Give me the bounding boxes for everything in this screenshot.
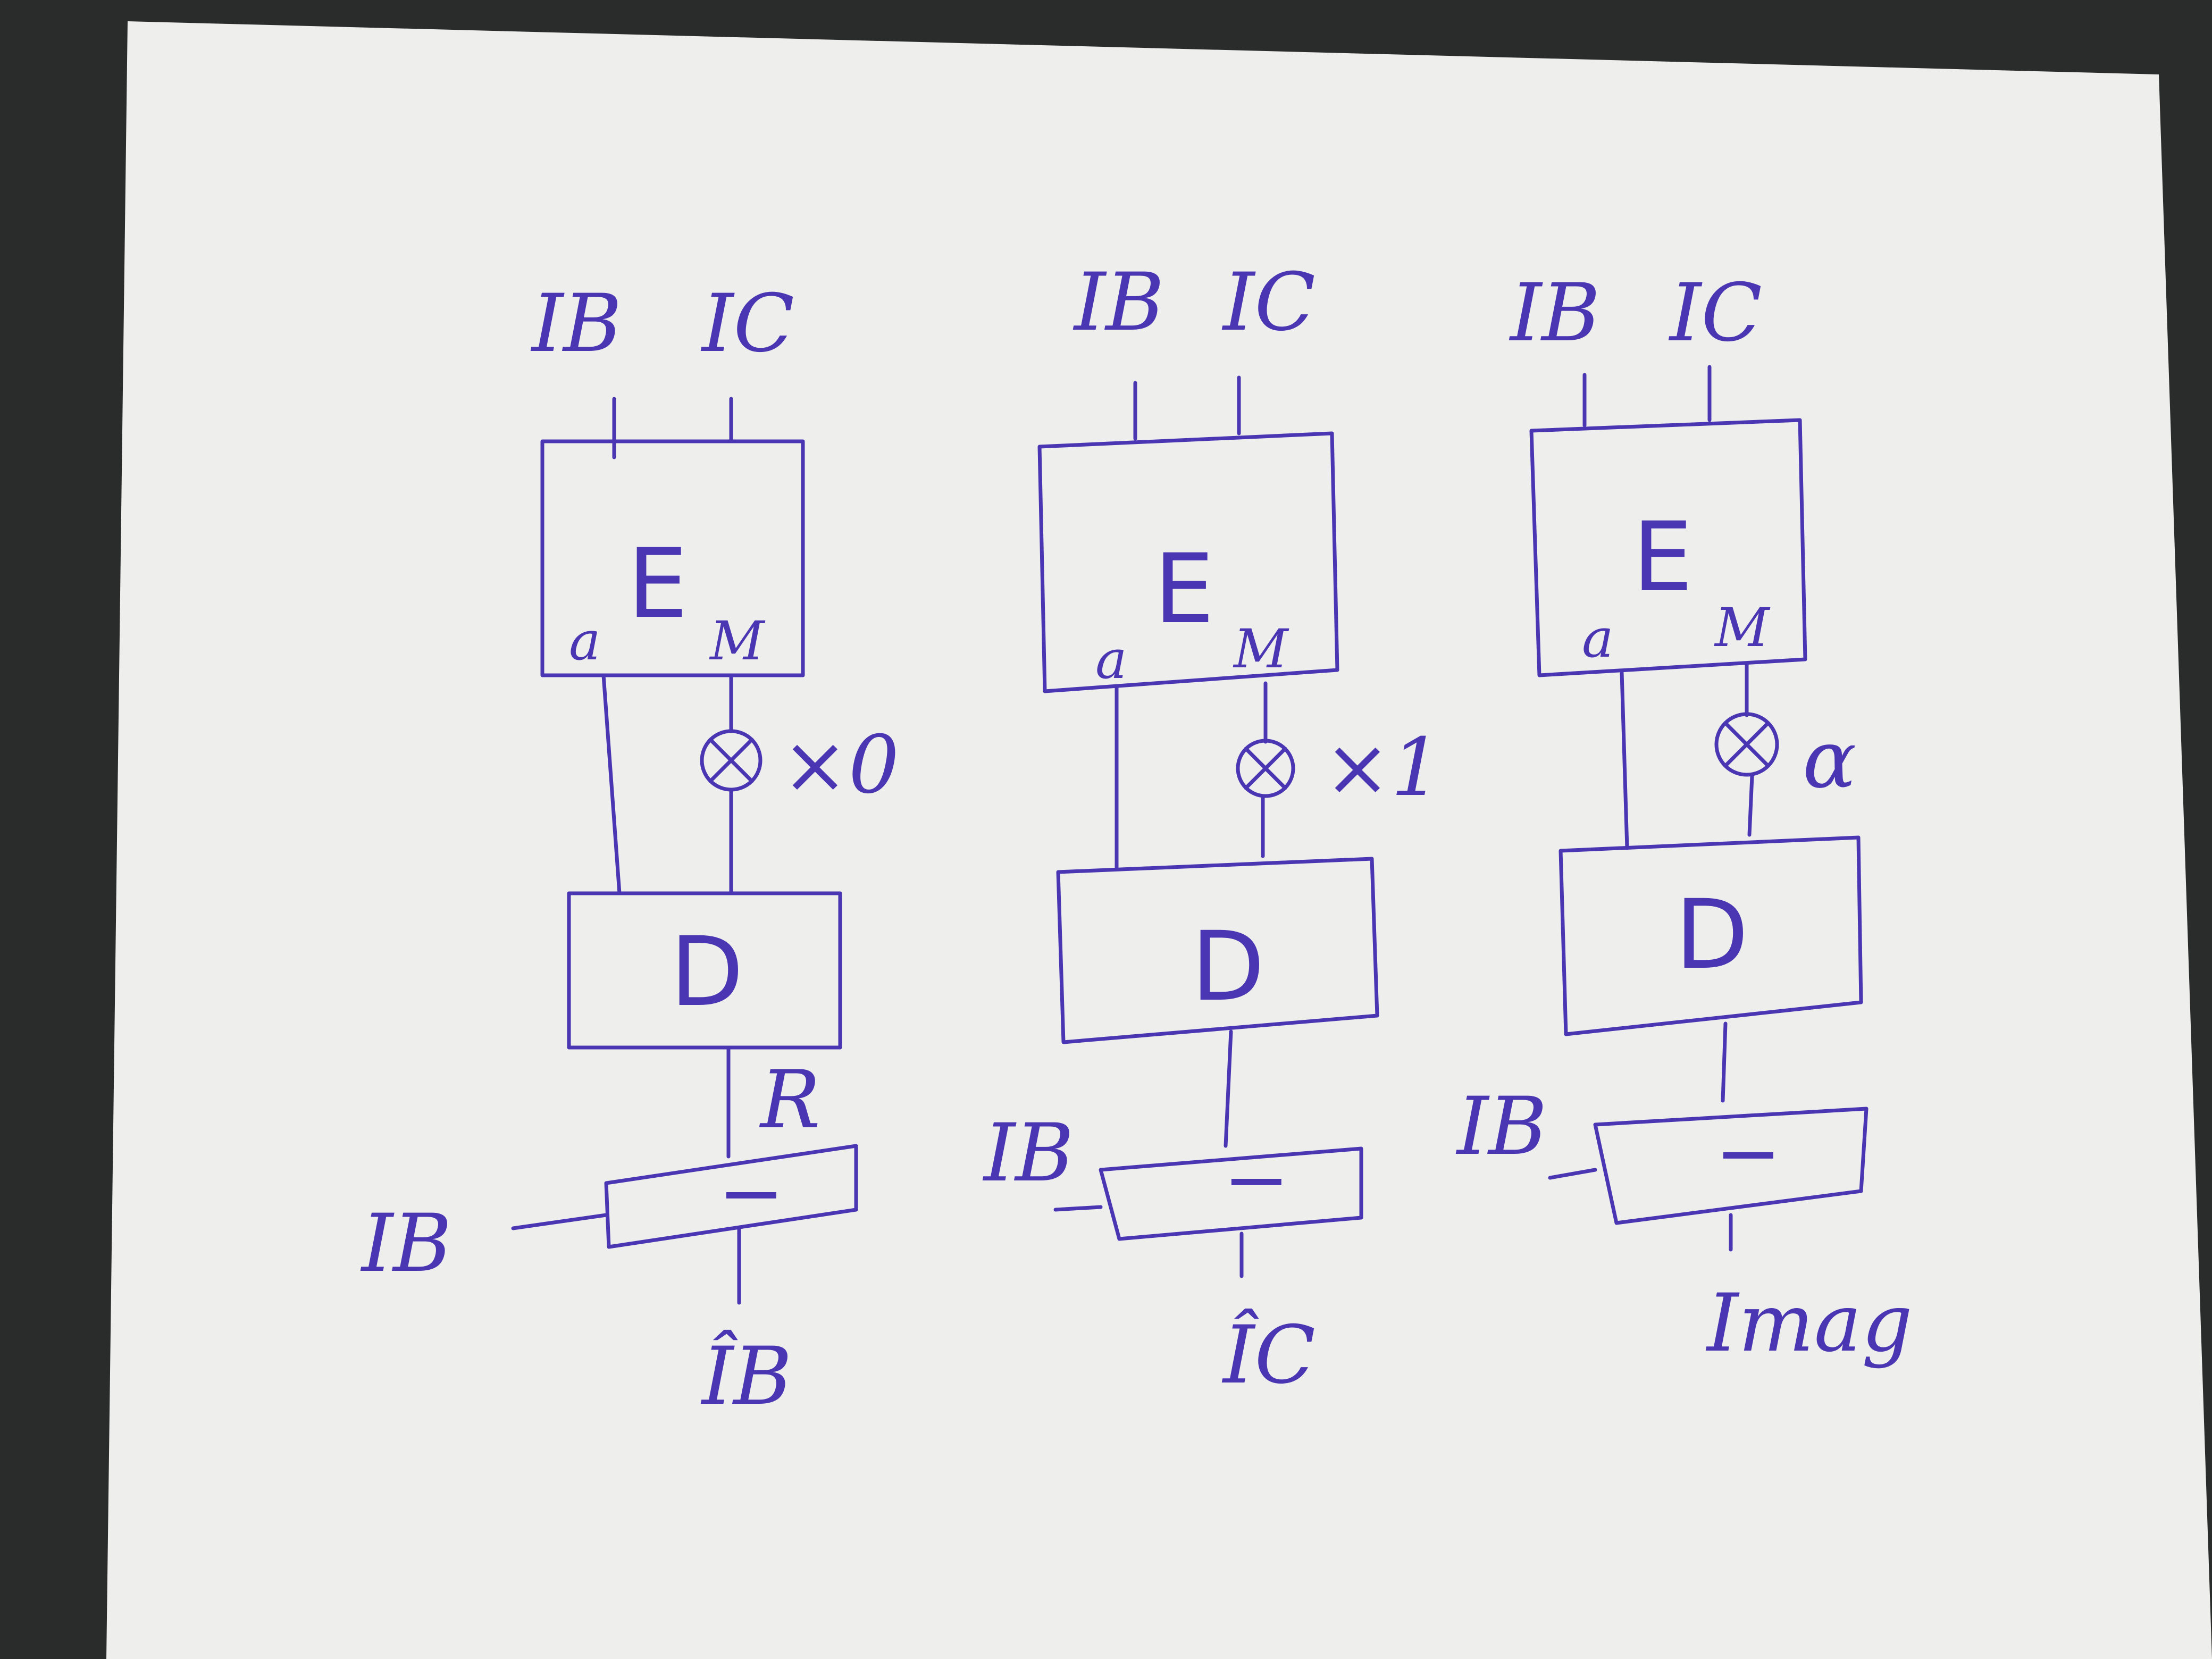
multiplier-circle-icon: [1236, 739, 1295, 798]
subtract-box: [604, 1144, 858, 1249]
diagram-1: IB IC E a M ×0 D R − IB ÎB: [360, 278, 899, 1423]
wire-a: [601, 673, 622, 895]
encoder-label: E: [1632, 502, 1693, 613]
decoder-output-label: R: [759, 1054, 820, 1146]
encoder-box: [540, 439, 805, 677]
decoder-box: [567, 891, 842, 1050]
encoder-port-a: a: [1582, 607, 1614, 669]
output-label: Imag: [1705, 1277, 1913, 1370]
encoder-box: [1529, 418, 1807, 677]
wire-a: [1620, 671, 1629, 850]
side-input-line: [1548, 1168, 1597, 1180]
output-label: ÎC: [1221, 1309, 1316, 1402]
diagram-2: IB IC E a M ×1 D − IB ÎC: [982, 256, 1442, 1402]
input-label-left: IB: [1509, 267, 1600, 359]
encoder-box: [1037, 431, 1339, 693]
output-label: ÎB: [700, 1330, 792, 1423]
subtract-label: −: [1715, 1107, 1782, 1200]
decoder-box: [1559, 835, 1863, 1036]
input-label-right: IC: [700, 278, 794, 370]
multiplier-factor: ×0: [782, 719, 899, 811]
decoder-output-line: [1721, 1021, 1728, 1103]
side-input-label: IB: [1455, 1080, 1547, 1173]
wire-m-bottom: [1747, 774, 1754, 837]
encoder-label: E: [627, 529, 688, 640]
encoder-port-a: a: [1095, 629, 1127, 691]
side-input-label: IB: [360, 1197, 451, 1290]
input-label-right: IC: [1221, 256, 1316, 349]
decoder-box: [1056, 857, 1379, 1044]
encoder-label: E: [1154, 534, 1214, 645]
subtract-label: −: [1223, 1134, 1290, 1226]
encoder-port-m: M: [709, 610, 766, 672]
input-label-right: IC: [1668, 267, 1762, 359]
subtract-label: −: [718, 1147, 785, 1239]
decoder-label: D: [670, 917, 744, 1028]
multiplier-factor: α: [1803, 714, 1856, 806]
side-input-line: [1053, 1205, 1103, 1212]
diagram-3: IB IC E a M α D − IB Imag: [1455, 267, 1913, 1370]
decoder-output-line: [1224, 1029, 1233, 1148]
multiplier-circle-icon: [1714, 712, 1779, 777]
decoder-label: D: [1191, 911, 1265, 1023]
multiplier-factor: ×1: [1324, 722, 1442, 814]
encoder-port-m: M: [1233, 618, 1289, 680]
side-input-line: [511, 1213, 608, 1230]
paper-sheet: [106, 21, 2212, 1659]
side-input-label: IB: [982, 1107, 1074, 1200]
subtract-box: [1593, 1107, 1869, 1225]
input-label-left: IB: [530, 278, 622, 370]
decoder-label: D: [1675, 879, 1749, 991]
subtract-box: [1099, 1146, 1363, 1241]
input-label-left: IB: [1073, 256, 1164, 349]
encoder-port-m: M: [1714, 597, 1771, 659]
encoder-port-a: a: [569, 610, 601, 672]
